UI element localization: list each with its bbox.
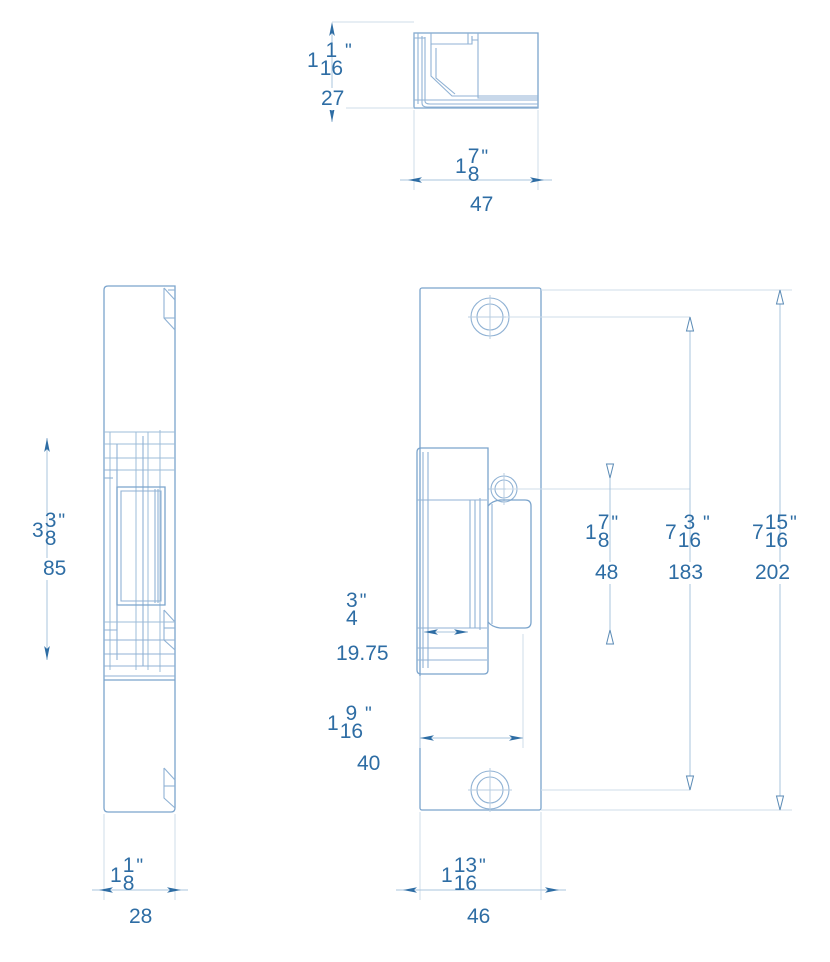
dim-top-depth-metric: 47: [468, 193, 496, 217]
inch-mark: ": [703, 513, 710, 534]
upper-mounting-hole: [468, 295, 512, 339]
inch-mark: ": [345, 41, 352, 62]
dim-keeper-width-metric: 19.75: [334, 642, 391, 666]
dim-numerator: 3: [683, 511, 696, 535]
dim-denominator: 8: [467, 163, 480, 187]
dim-denominator: 16: [453, 872, 478, 896]
dim-whole: 1: [327, 712, 339, 735]
inch-mark: ": [359, 591, 367, 612]
dim-side-thickness-metric: 28: [127, 905, 155, 929]
inch-mark: ": [481, 147, 489, 168]
dim-side-height-metric: 85: [41, 557, 69, 581]
dim-denominator: 16: [764, 529, 789, 553]
inch-mark: ": [365, 704, 372, 725]
inch-mark: ": [611, 513, 619, 534]
dim-numerator: 3: [44, 509, 57, 533]
dim-front-width-metric: 46: [465, 905, 493, 929]
dim-numerator: 15: [764, 511, 789, 535]
dim-whole: 1: [307, 49, 319, 72]
dim-denominator: 16: [339, 720, 364, 744]
dim-denominator: 4: [346, 607, 358, 631]
dim-numerator: 7: [467, 145, 480, 169]
dim-whole: 7: [665, 521, 677, 544]
dim-denominator: 16: [319, 57, 344, 81]
dim-body-offset-metric: 40: [355, 752, 383, 776]
dim-numerator: 7: [597, 511, 610, 535]
dim-denominator: 8: [44, 527, 57, 551]
dim-faceplate-length-metric: 202: [753, 561, 793, 585]
dim-whole: 3: [32, 519, 44, 542]
dim-numerator: 13: [453, 854, 478, 878]
dim-whole: 1: [110, 864, 122, 887]
top-view: [329, 21, 552, 190]
dim-numerator: 1: [325, 39, 338, 63]
dim-whole: 1: [455, 155, 467, 178]
front-view: [396, 287, 792, 900]
dim-numerator: 9: [345, 702, 358, 726]
inch-mark: ": [136, 856, 144, 877]
dim-whole: 1: [585, 521, 597, 544]
dim-hole-to-keeper-metric: 48: [593, 561, 621, 585]
lower-mounting-hole: [468, 768, 512, 812]
dim-numerator: 3: [346, 589, 358, 613]
inch-mark: ": [479, 856, 486, 877]
dim-hole-spacing-metric: 183: [666, 561, 706, 585]
dim-denominator: 8: [122, 872, 135, 896]
dim-numerator: 1: [122, 854, 135, 878]
inch-mark: ": [790, 513, 797, 534]
inch-mark: ": [58, 511, 66, 532]
dim-denominator: 8: [597, 529, 610, 553]
dim-whole: 7: [752, 521, 764, 544]
dim-top-height-metric: 27: [319, 87, 347, 111]
side-view: [44, 285, 188, 900]
dim-denominator: 16: [677, 529, 702, 553]
dim-whole: 1: [441, 864, 453, 887]
